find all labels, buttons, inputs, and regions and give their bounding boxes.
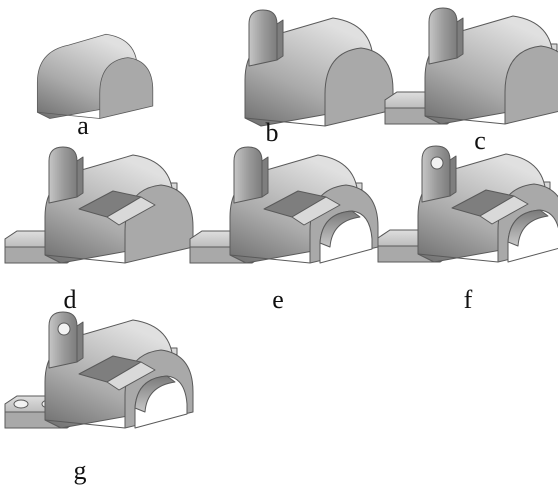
lug	[233, 146, 269, 204]
lug	[48, 311, 84, 369]
step-label-c: c	[474, 126, 486, 155]
lug	[248, 9, 284, 67]
part-step-a	[36, 33, 154, 119]
part-step-c	[384, 7, 558, 125]
half-cylinder-body	[36, 33, 154, 119]
step-label-g: g	[73, 456, 87, 485]
lug	[428, 7, 464, 65]
part-step-e	[189, 146, 379, 264]
lug-hole-icon	[57, 322, 71, 336]
part-step-d	[4, 146, 194, 264]
step-label-f: f	[463, 285, 473, 314]
step-label-b: b	[265, 118, 279, 147]
bolt-hole-icon	[13, 399, 29, 409]
part-step-b	[244, 9, 394, 127]
step-label-d: d	[63, 285, 77, 314]
lug-hole-icon	[430, 156, 444, 170]
lug	[48, 146, 84, 204]
bore	[507, 209, 558, 263]
part-step-g	[4, 311, 194, 429]
step-label-a: a	[77, 111, 89, 140]
bore	[134, 375, 188, 429]
lug	[421, 145, 457, 203]
step-label-e: e	[272, 285, 284, 314]
part-step-f	[377, 145, 558, 263]
bore	[319, 210, 373, 264]
